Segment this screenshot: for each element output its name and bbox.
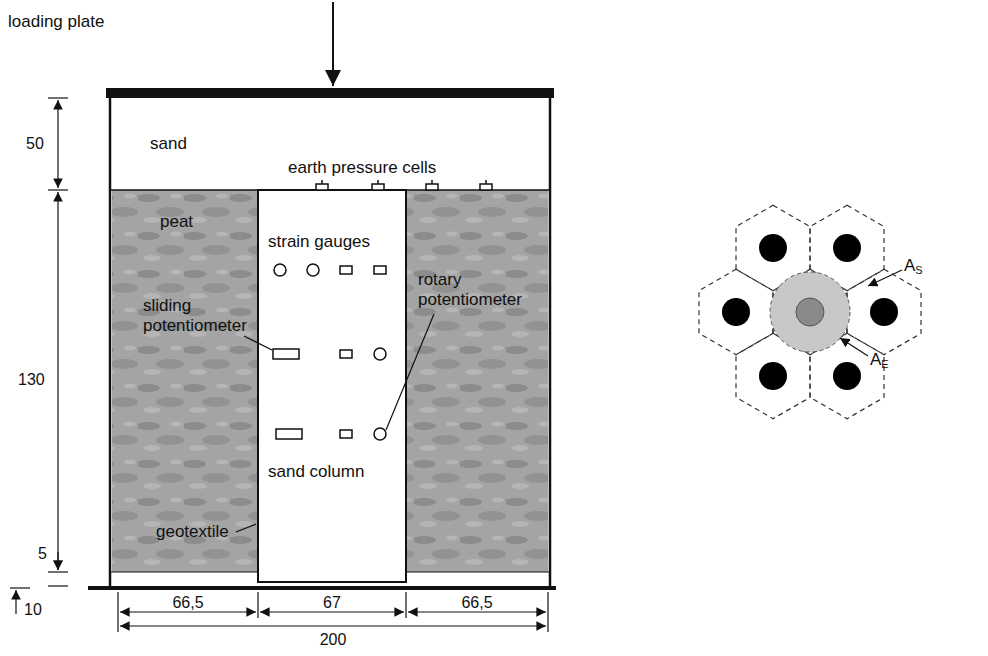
- part-label: loading plate: [8, 12, 104, 32]
- dimension-value: 5: [38, 544, 47, 563]
- peat-layer: [112, 190, 258, 572]
- region-label: rotary potentiometer: [418, 270, 542, 311]
- column-section: [870, 298, 898, 326]
- region-label: strain gauges: [268, 232, 370, 252]
- dimension-value: 67: [323, 593, 341, 612]
- unit-cell: [699, 269, 773, 354]
- part-label: earth pressure cells: [288, 158, 436, 178]
- peat-region: peat sliding potentiometer: [112, 190, 258, 572]
- part-label: geotextile: [156, 522, 229, 542]
- sand-column: strain gauges sand column: [258, 190, 406, 582]
- column-section: [796, 298, 824, 326]
- dimension-value: 200: [320, 630, 347, 649]
- column-section: [833, 234, 861, 262]
- peat-layer: [406, 190, 548, 572]
- column-section: [722, 298, 750, 326]
- dimension-value: 66,5: [172, 593, 203, 612]
- region-label: sand: [150, 134, 187, 154]
- column-section: [833, 362, 861, 390]
- earth-pressure-cell: [316, 180, 492, 190]
- loading-plate: [106, 88, 554, 98]
- dimension-value: 10: [24, 600, 42, 619]
- dimension-value: 50: [26, 134, 44, 153]
- strain-gauge: [273, 264, 386, 440]
- unit-cell: [699, 205, 921, 418]
- load-arrow: [332, 2, 334, 86]
- region-label: sand column: [268, 462, 364, 482]
- area-symbol: AS: [904, 256, 923, 277]
- dimension-value: 130: [18, 370, 45, 389]
- dimension-line: [10, 98, 68, 614]
- dimension-line: [118, 592, 548, 632]
- column-section: [759, 234, 787, 262]
- column-section: [759, 362, 787, 390]
- region-label: peat: [160, 212, 193, 232]
- column-section: [722, 234, 898, 390]
- unit-cell: [847, 269, 921, 354]
- equivalent-area: [770, 272, 850, 352]
- region-label: sliding potentiometer: [143, 296, 255, 337]
- area-symbol: AE: [870, 350, 889, 371]
- sand-column: [258, 190, 406, 582]
- dimension-value: 66,5: [461, 593, 492, 612]
- base-plate: [88, 586, 556, 590]
- peat-region: rotary potentiometer: [406, 190, 548, 572]
